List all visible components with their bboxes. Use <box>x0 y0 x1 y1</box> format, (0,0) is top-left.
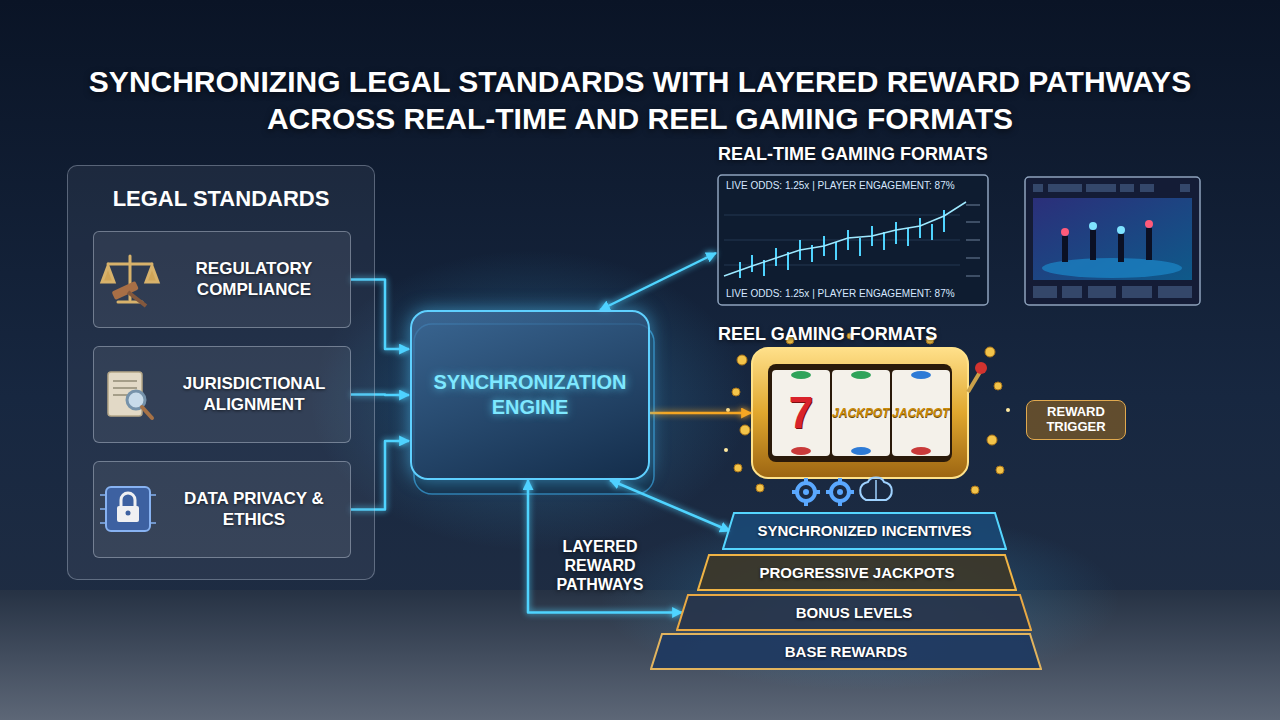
node-text: LIVE ODDS: 1.25x | PLAYER ENGAGEMENT: 87… <box>726 288 980 300</box>
pyramid-band: SYNCHRONIZED INCENTIVES <box>722 512 1007 550</box>
node-text: BASE REWARDS <box>670 643 1022 660</box>
diagram-title: SYNCHRONIZING LEGAL STANDARDS WITH LAYER… <box>80 64 1200 137</box>
pyramid-band: BONUS LEVELS <box>676 594 1032 631</box>
standards-panel: LEGAL STANDARDS REGULATORY COMPLIANCE JURI… <box>67 165 375 580</box>
node-text: JACKPOT <box>832 370 890 456</box>
standard-box: REGULATORY COMPLIANCE <box>93 231 351 328</box>
connector-arrow <box>650 412 751 415</box>
edge-label: LAYERED REWARD PATHWAYS <box>548 537 652 595</box>
chart-screen: LIVE ODDS: 1.25x | PLAYER ENGAGEMENT: 87… <box>718 175 988 305</box>
node-text: SYNCHRONIZED INCENTIVES <box>742 522 987 539</box>
standard-box: DATA PRIVACY & ETHICS <box>93 461 351 558</box>
node-text: REGULATORY COMPLIANCE <box>164 259 344 300</box>
node-text: LEGAL STANDARDS <box>68 186 374 212</box>
band-outline <box>723 513 1006 549</box>
node-text: REWARD TRIGGER <box>1033 405 1119 435</box>
pyramid-band: BASE REWARDS <box>650 633 1042 670</box>
node-text: 7 <box>772 370 830 456</box>
node-text: JURISDICTIONAL ALIGNMENT <box>164 374 344 415</box>
node-text: SYNCHRONIZATION ENGINE <box>424 370 636 420</box>
connector-arrow <box>600 253 716 310</box>
section-heading: REEL GAMING FORMATS <box>718 324 937 345</box>
section-heading: REAL-TIME GAMING FORMATS <box>718 144 988 165</box>
trigger-tag: REWARD TRIGGER <box>1026 400 1126 440</box>
engine-block: SYNCHRONIZATION ENGINE <box>410 310 650 480</box>
reel-row: 7JACKPOTJACKPOT <box>772 370 950 456</box>
node-text: PROGRESSIVE JACKPOTS <box>717 564 997 581</box>
connector-arrow <box>528 480 682 613</box>
node-text: BONUS LEVELS <box>696 604 1012 621</box>
node-text: JACKPOT <box>892 370 950 456</box>
connector-arrow <box>610 480 730 531</box>
node-text: DATA PRIVACY & ETHICS <box>164 489 344 530</box>
band-outline <box>698 555 1016 590</box>
band-outline <box>677 595 1031 630</box>
pyramid-band: PROGRESSIVE JACKPOTS <box>697 554 1017 591</box>
node-text: LIVE ODDS: 1.25x | PLAYER ENGAGEMENT: 87… <box>726 180 980 192</box>
slot-machine: 7JACKPOTJACKPOT <box>752 348 968 478</box>
standard-box: JURISDICTIONAL ALIGNMENT <box>93 346 351 443</box>
band-outline <box>651 634 1041 669</box>
